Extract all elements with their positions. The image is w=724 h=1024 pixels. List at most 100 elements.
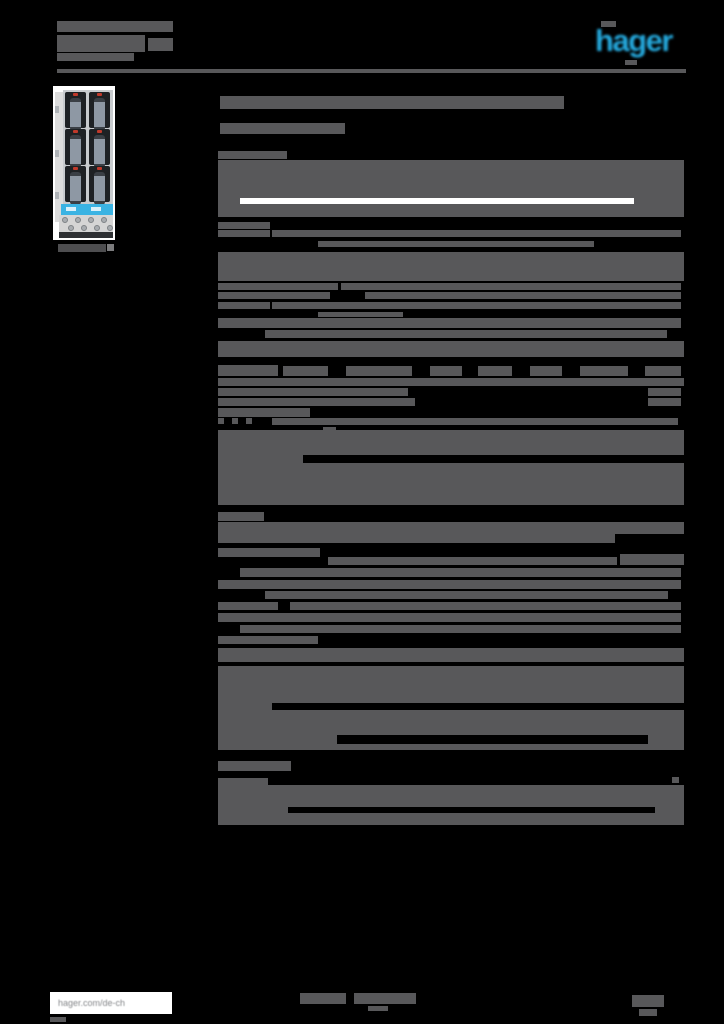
redacted-text-bar: [672, 777, 679, 783]
redacted-text-bar: [346, 366, 412, 376]
redacted-text-bar: [218, 522, 684, 534]
redacted-text-bar: [218, 302, 270, 309]
redacted-text-bar: [478, 366, 512, 376]
terminal-screw: [94, 225, 100, 231]
redacted-text-bar: [220, 96, 564, 109]
redacted-text-bar: [218, 398, 415, 406]
rail-notch: [55, 150, 59, 157]
redacted-text-bar: [218, 534, 615, 543]
din-rail-strip: [55, 92, 63, 222]
redacted-text-bar: [220, 123, 345, 134]
terminal-screw: [107, 225, 113, 231]
indicator-dot: [73, 93, 78, 96]
terminal-screw: [68, 225, 74, 231]
fuse-handle: [70, 98, 81, 131]
fuse-handle: [70, 172, 81, 205]
redacted-text-bar: [246, 418, 252, 424]
fuse-module: [89, 92, 110, 131]
indicator-dot: [73, 167, 78, 170]
redacted-text-bar: [218, 318, 681, 328]
indicator-dot: [73, 130, 78, 133]
rail-notch: [55, 192, 59, 199]
redacted-text-bar: [365, 292, 681, 299]
redacted-text-bar: [218, 648, 684, 662]
redacted-text-bar: [300, 993, 346, 1004]
fuse-handle: [70, 135, 81, 168]
indicator-dot: [97, 130, 102, 133]
redacted-text-bar: [218, 613, 681, 622]
redacted-text-bar: [625, 60, 637, 65]
redacted-text-bar: [639, 1009, 657, 1016]
redacted-text-bar: [580, 366, 628, 376]
label-tick: [91, 207, 101, 211]
redacted-text-bar: [50, 1017, 66, 1022]
redacted-text-bar: [218, 636, 318, 644]
fuse-handle: [94, 172, 105, 205]
redacted-text-bar: [272, 230, 681, 237]
redacted-text-bar: [218, 455, 303, 463]
redacted-text-bar: [218, 418, 224, 424]
redacted-text-bar: [290, 602, 681, 610]
fuse-module: [65, 129, 86, 168]
redacted-text-bar: [218, 778, 268, 785]
redacted-text-bar: [354, 993, 416, 1004]
redacted-text-bar: [218, 378, 684, 386]
redacted-text-bar: [240, 568, 681, 577]
redacted-text-bar: [218, 341, 684, 357]
redacted-text-bar: [218, 252, 684, 281]
redacted-text-bar: [218, 222, 270, 229]
redacted-text-bar: [218, 292, 330, 299]
redacted-text-bar: [328, 557, 617, 565]
redacted-text-bar: [148, 38, 173, 51]
fuse-module: [89, 166, 110, 205]
redacted-text-bar: [318, 241, 594, 247]
redacted-text-bar: [218, 703, 272, 710]
redacted-text-bar: [323, 427, 336, 432]
redacted-text-bar: [272, 418, 678, 425]
redacted-text-bar: [240, 625, 681, 633]
redacted-text-bar: [272, 302, 681, 309]
redaction-gap: [337, 735, 648, 744]
fuse-module: [65, 92, 86, 131]
redacted-text-bar: [57, 21, 173, 32]
terminal-screw: [88, 217, 94, 223]
fuse-module: [65, 166, 86, 205]
redacted-text-bar: [530, 366, 562, 376]
redacted-text-bar: [218, 666, 684, 703]
redacted-text-bar: [218, 430, 684, 455]
redacted-text-bar: [218, 365, 278, 376]
fuse-module: [89, 129, 110, 168]
redacted-text-bar: [218, 710, 684, 750]
fuse-handle: [94, 98, 105, 131]
label-tick: [66, 207, 76, 211]
terminal-screw: [81, 225, 87, 231]
redacted-text-bar: [218, 230, 270, 237]
redacted-text-bar: [601, 21, 616, 27]
blue-label-strip: [61, 204, 113, 215]
redacted-text-bar: [218, 151, 287, 159]
redacted-text-bar: [218, 283, 338, 290]
terminal-base: [59, 215, 113, 232]
redacted-text-bar: [648, 398, 681, 406]
product-photo: [53, 86, 115, 240]
redacted-text-bar: [218, 761, 291, 771]
indicator-dot: [97, 167, 102, 170]
redacted-text-bar: [232, 418, 238, 424]
fuse-handle: [94, 135, 105, 168]
rail-notch: [55, 106, 59, 113]
redacted-text-bar: [218, 580, 681, 589]
redacted-text-bar: [430, 366, 462, 376]
indicator-dot: [97, 93, 102, 96]
redacted-text-bar: [648, 388, 681, 396]
footer-website-link[interactable]: hager.com/de-ch: [58, 998, 126, 1008]
redacted-text-bar: [57, 53, 134, 61]
terminal-screw: [62, 217, 68, 223]
terminal-screw: [75, 217, 81, 223]
device-foot: [59, 232, 113, 238]
redacted-text-bar: [218, 388, 408, 396]
redacted-text-bar: [218, 463, 684, 505]
redacted-text-bar: [318, 312, 403, 317]
redacted-text-bar: [57, 69, 686, 73]
redacted-text-bar: [283, 366, 328, 376]
